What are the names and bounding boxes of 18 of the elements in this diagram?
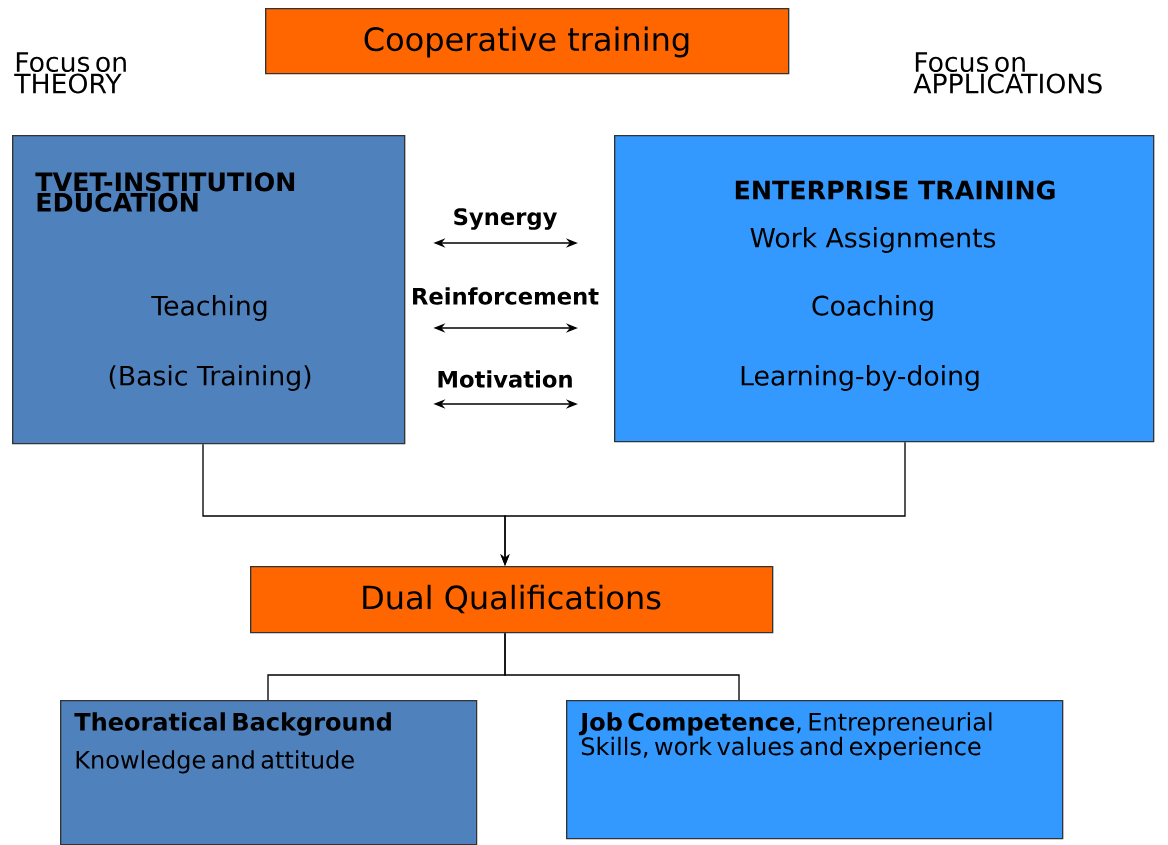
box-text: Work Assignments [750,227,996,253]
focus-label: Focus on APPLICATIONS [913,52,1102,94]
focus-label: Focus on THEORY [14,52,126,94]
box-text: Teaching [151,295,267,321]
box-text: Coaching [812,295,933,321]
edge-label: Motivation [438,370,572,388]
connector-line [504,632,740,701]
box-heading: TVET-INSTITUTION EDUCATION [35,172,295,212]
box-text: Knowledge and attitude [76,750,354,774]
box-title: Dual Qualifications [363,584,661,614]
box-text: Job Competence, Entrepreneurial Skills, work values and experience [578,712,992,761]
box-text: Learning-by-doing [741,365,979,391]
box-heading: ENTERPRISE TRAINING [735,180,1055,200]
edge-label: Synergy [454,208,557,230]
box-title: Cooperative training [364,26,689,58]
box-text: (Basic Training) [109,365,311,391]
box-heading: Theoratical Background [74,712,391,736]
edge-label: Reinforcement [413,287,599,305]
